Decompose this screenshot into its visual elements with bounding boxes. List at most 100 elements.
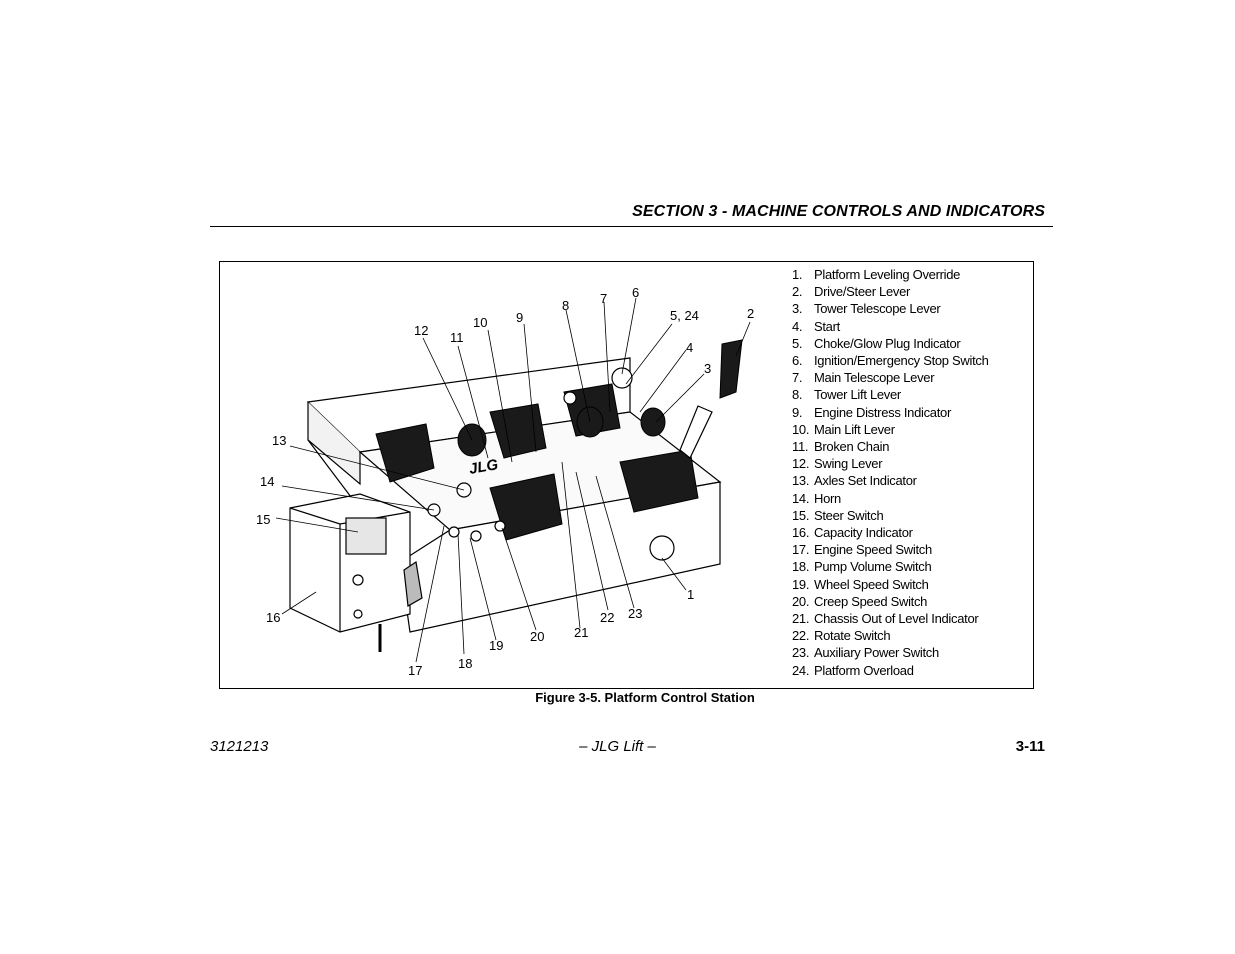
figure-caption: Figure 3-5. Platform Control Station	[535, 690, 755, 705]
legend-item: 17.Engine Speed Switch	[792, 541, 989, 558]
legend-item-label: Wheel Speed Switch	[814, 576, 929, 592]
callout-label: 5, 24	[670, 308, 699, 323]
legend-item-number: 4.	[792, 318, 803, 334]
legend-item-number: 21.	[792, 611, 810, 627]
legend-item: 2. Drive/Steer Lever	[792, 283, 989, 300]
callout-label: 19	[489, 638, 503, 653]
callout-label: 17	[408, 663, 422, 678]
legend-item: 6. Ignition/Emergency Stop Switch	[792, 352, 989, 369]
legend-item: 5.Choke/Glow Plug Indicator	[792, 335, 989, 352]
legend-item-label: Start	[814, 318, 840, 334]
legend-item-label: Drive/Steer Lever	[814, 284, 911, 300]
legend-item-label: Choke/Glow Plug Indicator	[814, 335, 961, 351]
control-station-illustration: JLG 12	[256, 285, 754, 678]
legend-item-number: 1.	[792, 267, 803, 282]
legend-item: 14.Horn	[792, 490, 989, 507]
callout-label: 2	[747, 306, 754, 321]
legend-item-label: Platform Leveling Override	[814, 267, 961, 282]
legend-item-number: 19.	[792, 576, 810, 592]
legend-item: 8. Tower Lift Lever	[792, 386, 989, 403]
jlg-logo-mark: JLG	[468, 456, 500, 478]
legend-item-number: 12.	[792, 456, 810, 472]
legend-item-label: Main Lift Lever	[814, 421, 895, 437]
legend-item: 10.Main Lift Lever	[792, 421, 989, 438]
legend-item: 1. Platform Leveling Override	[792, 266, 989, 283]
legend-item-number: 22.	[792, 628, 810, 644]
legend-item: 16.Capacity Indicator	[792, 524, 989, 541]
callout-label: 21	[574, 625, 588, 640]
legend-item: 21.Chassis Out of Level Indicator	[792, 610, 989, 627]
legend-item-label: Creep Speed Switch	[814, 593, 928, 609]
callout-label: 15	[256, 512, 270, 527]
legend-list: 1. Platform Leveling Override 2. Drive/Stee…	[792, 266, 989, 679]
callout-label: 23	[628, 606, 642, 621]
legend-item-label: Steer Switch	[814, 507, 884, 523]
legend-item: 3. Tower Telescope Lever	[792, 300, 989, 317]
callout-label: 12	[414, 323, 428, 338]
legend-item-label: Swing Lever	[814, 456, 883, 472]
callout-label: 1	[687, 587, 694, 602]
legend-item-label: Chassis Out of Level Indicator	[814, 611, 979, 627]
callout-label: 20	[530, 629, 544, 644]
legend-item-number: 2.	[792, 284, 803, 300]
legend-item-number: 18.	[792, 559, 810, 575]
legend-item-number: 16.	[792, 525, 810, 541]
legend-item-label: Ignition/Emergency Stop Switch	[814, 353, 989, 369]
legend-item: 13.Axles Set Indicator	[792, 472, 989, 489]
legend-item-label: Auxiliary Power Switch	[814, 645, 939, 661]
legend-item-number: 6.	[792, 353, 803, 369]
callout-label: 6	[632, 285, 639, 300]
callout-label: 11	[450, 330, 464, 345]
legend-item-number: 24.	[792, 662, 810, 678]
legend-item-number: 8.	[792, 387, 803, 403]
legend-item-number: 17.	[792, 542, 810, 558]
legend-item-label: Horn	[814, 490, 841, 506]
legend-item: 19.Wheel Speed Switch	[792, 576, 989, 593]
legend-item: 9. Engine Distress Indicator	[792, 404, 989, 421]
legend-item: 7. Main Telescope Lever	[792, 369, 989, 386]
legend-item: 12.Swing Lever	[792, 455, 989, 472]
legend-item-label: Engine Distress Indicator	[814, 404, 952, 420]
legend-item: 22.Rotate Switch	[792, 627, 989, 644]
footer-publisher: – JLG Lift –	[579, 738, 656, 755]
legend-item-label: Rotate Switch	[814, 628, 891, 644]
legend-item-label: Broken Chain	[814, 439, 890, 455]
legend-item-number: 15.	[792, 507, 810, 523]
legend-item: 23.Auxiliary Power Switch	[792, 644, 989, 661]
section-title: SECTION 3 - MACHINE CONTROLS AND INDICAT…	[632, 203, 1045, 220]
document-number: 3121213	[210, 738, 269, 755]
callout-label: 22	[600, 610, 614, 625]
callout-label: 4	[686, 340, 693, 355]
callout-label: 7	[600, 291, 607, 306]
legend-item-label: Main Telescope Lever	[814, 370, 935, 386]
legend-item-number: 10.	[792, 421, 810, 437]
callout-label: 13	[272, 433, 286, 448]
legend-item-label: Tower Lift Lever	[814, 387, 901, 403]
header-rule	[210, 226, 1053, 227]
legend-item-number: 23.	[792, 645, 810, 661]
legend-item: 24.Platform Overload	[792, 662, 989, 679]
callout-label: 8	[562, 298, 569, 313]
legend-item-number: 11.	[792, 439, 809, 455]
callout-label: 18	[458, 656, 472, 671]
legend-item: 18.Pump Volume Switch	[792, 558, 989, 575]
legend-item-label: Capacity Indicator	[814, 525, 913, 541]
legend-item-number: 14.	[792, 490, 810, 506]
legend-item-number: 7.	[792, 370, 803, 386]
legend-item: 20.Creep Speed Switch	[792, 593, 989, 610]
callout-label: 9	[516, 310, 523, 325]
legend-item: 11. Broken Chain	[792, 438, 989, 455]
legend-item: 15.Steer Switch	[792, 507, 989, 524]
legend-item-label: Engine Speed Switch	[814, 542, 932, 558]
legend-item-number: 9.	[792, 404, 803, 420]
callout-label: 16	[266, 610, 280, 625]
legend-item-label: Tower Telescope Lever	[814, 301, 941, 317]
legend-item-number: 13.	[792, 473, 810, 489]
callout-label: 3	[704, 361, 711, 376]
legend-item-number: 20.	[792, 593, 810, 609]
legend-item-label: Pump Volume Switch	[814, 559, 932, 575]
legend-item-label: Platform Overload	[814, 662, 914, 678]
page-number: 3-11	[1015, 738, 1045, 755]
legend-item-number: 3.	[792, 301, 803, 317]
callout-label: 10	[473, 315, 487, 330]
